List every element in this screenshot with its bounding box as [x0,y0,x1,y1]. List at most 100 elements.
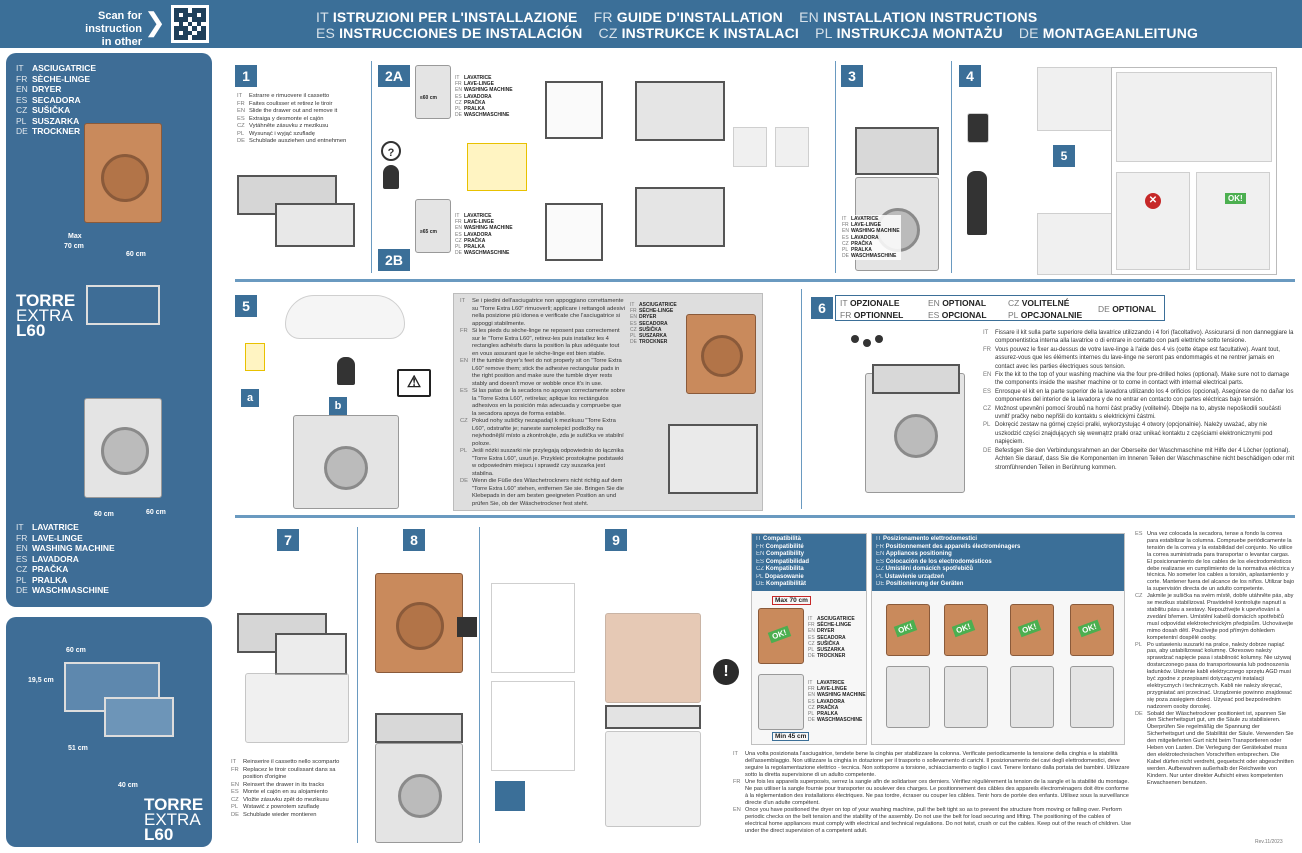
strong-arm-icon [495,781,525,811]
step-7-washer [245,673,349,743]
dim-kit-depth: 51 cm [68,745,88,752]
header-title-it: ISTRUZIONI PER L'INSTALLAZIONE [332,9,578,25]
ok-badge: OK! [1017,619,1041,638]
product-name-line-1: TORRE [144,795,204,814]
step-separator [835,61,836,273]
dim-width-label: 60 cm [126,251,146,258]
step-2a-dim: ≤60 cm [420,95,437,101]
header-title-fr: GUIDE D'INSTALLATION [616,9,783,25]
washer-door [101,427,149,475]
step-2b-dim: ≥65 cm [420,229,437,235]
lang-code: DE [1018,25,1039,41]
person-icon [383,165,399,189]
person-icon [967,171,987,235]
washer-illustration [84,398,162,498]
screw-icon [967,113,989,143]
header-title-de: MONTAGEANLEITUNG [1042,25,1199,41]
step-8-dryer [375,573,463,673]
step-2b-number: 2B [378,249,410,271]
position-case-3-washer [1010,666,1054,728]
position-case-4: OK! [1070,604,1114,656]
product-name-line-2: EXTRA [16,306,73,325]
position-case-3: OK! [1010,604,1054,656]
scan-line-1: Scan for instruction [85,10,142,35]
step-6-washer [865,364,965,493]
revision-label: Rev.11/2023 [1255,839,1283,845]
dryer-door [101,154,149,202]
washer-door [894,414,938,458]
header-title-en: INSTALLATION INSTRUCTIONS [822,9,1038,25]
step-9-strap-detail-a [491,583,575,673]
qr-code-icon[interactable] [171,5,209,43]
ok-badge: OK! [1077,619,1101,638]
dim-washer-width: 60 cm [146,509,166,516]
frame-top [635,81,725,141]
dim-max-label: Max [68,233,82,240]
positioning-title: IT Posizionamento elettrodomestici FR Po… [872,534,1124,591]
header-title-es: INSTRUCCIONES DE INSTALACIÓN [339,25,583,41]
step-2b-washer [415,199,451,253]
step-5-washer [293,415,399,509]
step-5-dryer [686,314,756,394]
step-6-optional-label: IT OPZIONALE FR OPTIONNEL EN OPTIONAL ES… [835,295,1165,321]
compat-dryer: OK! [758,608,804,664]
step-9-dryer [605,613,701,703]
ok-badge: OK! [893,619,917,638]
step-separator [357,527,358,843]
positioning-panel: IT Posizionamento elettrodomestici FR Po… [871,533,1125,745]
lang-code: ES [316,25,336,41]
detail-ok [775,127,809,167]
dim-drawer-depth: 40 cm [118,782,138,789]
step-2a-number: 2A [378,65,410,87]
product-name-line-2: EXTRA [144,810,201,829]
header-title-cz: INSTRUKCE K INSTALACI [621,25,799,41]
step-1-drawer-illustration [275,203,355,247]
dryer-bottom-cloud [285,295,405,339]
step-5-frame [668,424,758,494]
min-depth-label: Min 45 cm [772,732,810,741]
step-2a-pad-placement [545,81,603,139]
chevron-right-icon: ❯ [144,7,166,37]
step-5-label-a: a [241,389,259,407]
step-8-number: 8 [403,529,425,551]
detail-ok: OK! [1196,172,1270,270]
step-7-drawer [275,633,347,675]
step-7-number: 7 [277,529,299,551]
header-bar: Scan for instruction in other languages … [0,0,1302,61]
step-3-number: 3 [841,65,863,87]
lang-code: EN [799,9,819,25]
torre-frame-illustration [86,285,160,325]
step-9-strap-detail-b [491,681,575,771]
drawer-illustration [104,697,174,737]
lang-code: FR [593,9,613,25]
step-1-number: 1 [235,65,257,87]
detail-ko: ✕ [1116,172,1190,270]
step-9-tower-illustration [585,593,725,833]
dryer-door [396,602,444,650]
step-separator [951,61,952,273]
product-name-line-3: L60 [16,321,46,340]
ok-badge: OK! [767,625,791,644]
step-5-illustration: b [285,295,405,515]
dryer-illustration [84,123,162,223]
